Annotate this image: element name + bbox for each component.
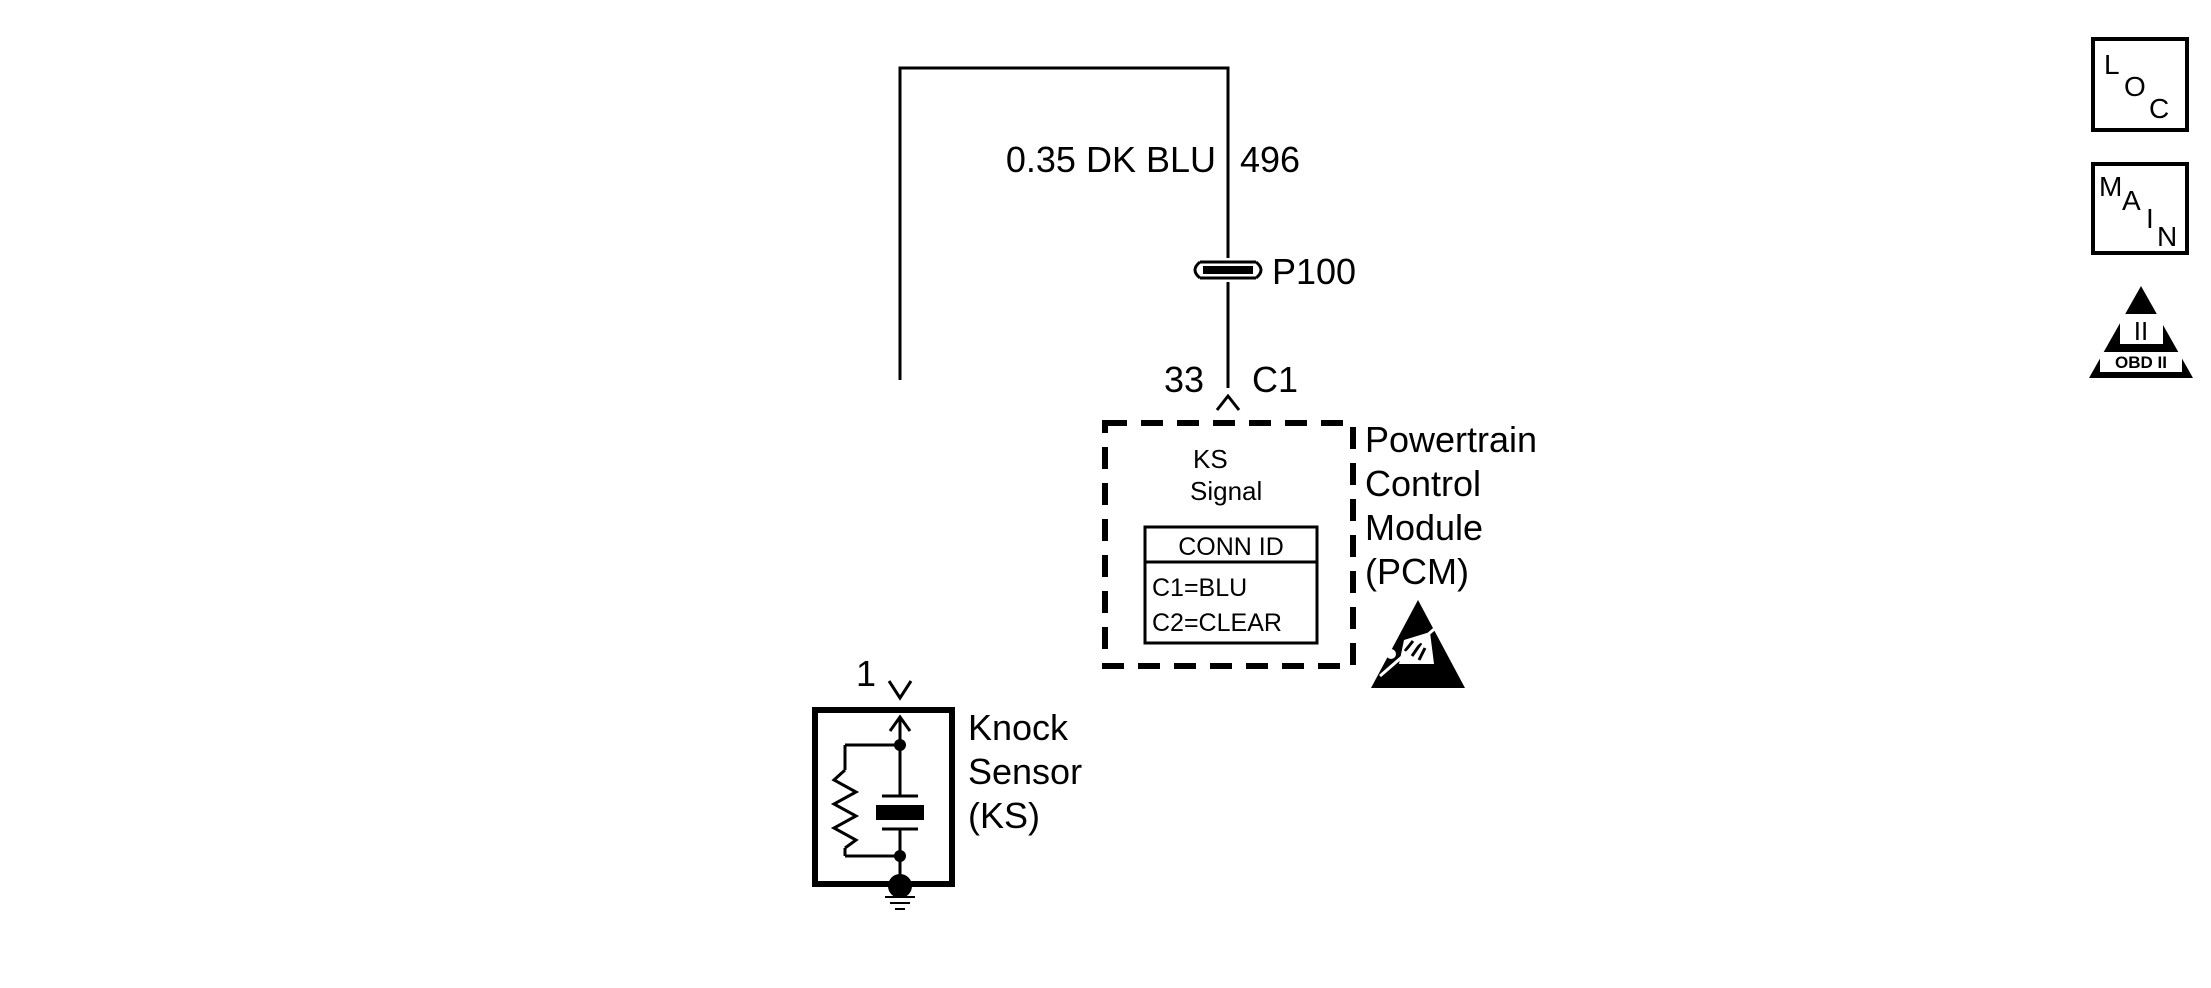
knock-sensor-name-line3: (KS) <box>968 795 1040 836</box>
conn-id-c1: C1=BLU <box>1152 574 1247 602</box>
knock-sensor-name-line2: Sensor <box>968 751 1082 792</box>
knock-sensor-pin-number: 1 <box>856 653 876 694</box>
pcm-name-line3: Module <box>1365 507 1483 548</box>
pcm-module-outline <box>1102 420 1356 669</box>
pcm-pin-number: 33 <box>1164 359 1204 400</box>
loc-button-letter-l: L <box>2104 49 2120 80</box>
inline-connector-p100 <box>1193 260 1263 280</box>
wire-gauge-color: 0.35 DK BLU <box>1006 139 1216 180</box>
loc-button[interactable]: L O C <box>2091 37 2189 132</box>
obd-ii-label: OBD II <box>2115 353 2167 372</box>
pcm-signal-label-line1: KS <box>1193 444 1228 474</box>
loc-button-letter-o: O <box>2124 71 2146 102</box>
main-button-letter-i: I <box>2146 203 2154 234</box>
inline-connector-label: P100 <box>1272 251 1356 292</box>
pcm-name-line1: Powertrain <box>1365 419 1537 460</box>
pcm-connector-id: C1 <box>1252 359 1298 400</box>
loc-button-letter-c: C <box>2149 93 2169 124</box>
pcm-signal-label-line2: Signal <box>1190 476 1262 506</box>
main-button[interactable]: M A I N <box>2091 162 2189 255</box>
signal-wire <box>887 66 1230 701</box>
conn-id-title: CONN ID <box>1178 533 1284 561</box>
obd-ii-button[interactable]: II OBD II <box>2089 286 2193 378</box>
pcm-name-line4: (PCM) <box>1365 551 1469 592</box>
knock-sensor-name-line1: Knock <box>968 707 1069 748</box>
main-button-letter-a: A <box>2122 185 2141 216</box>
pcm-name-line2: Control <box>1365 463 1481 504</box>
esd-warning-icon <box>1371 600 1465 688</box>
obd-ii-numeral: II <box>2134 316 2148 346</box>
main-button-letter-m: M <box>2099 171 2122 202</box>
main-button-letter-n: N <box>2157 221 2177 252</box>
conn-id-table <box>1143 525 1319 645</box>
wire-circuit-number: 496 <box>1240 139 1300 180</box>
knock-sensor-symbol <box>812 707 955 910</box>
pcm-pin-terminal <box>1215 393 1241 411</box>
conn-id-c2: C2=CLEAR <box>1152 609 1282 637</box>
